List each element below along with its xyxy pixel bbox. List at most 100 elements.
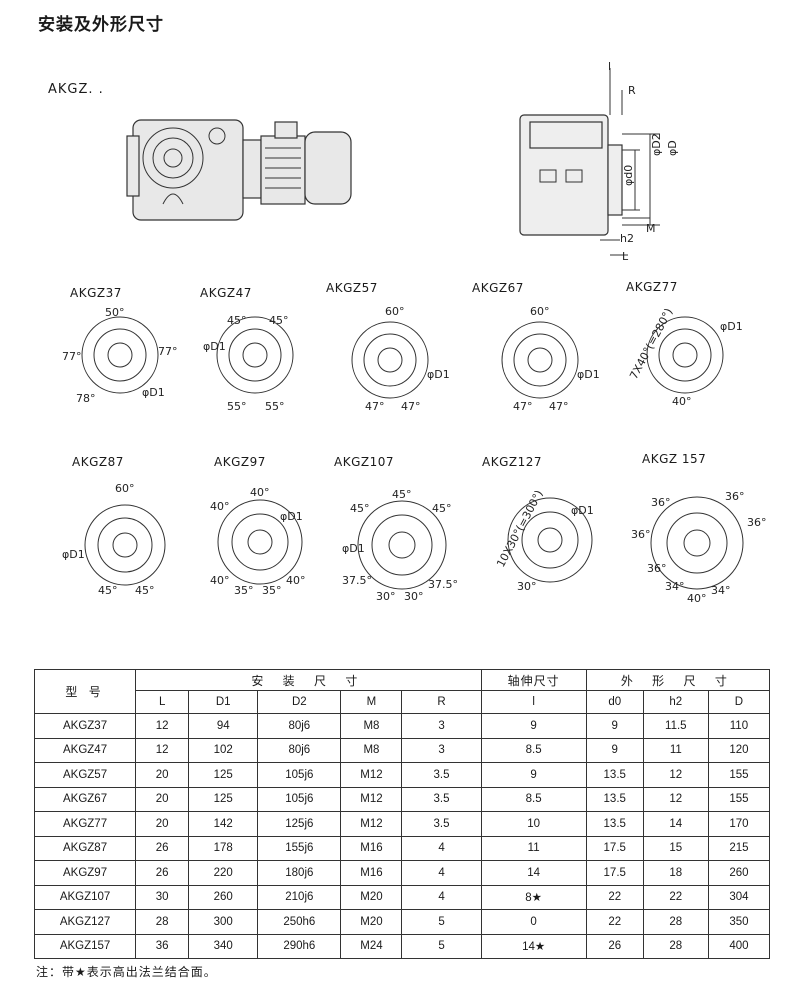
value-cell: 350 [707,909,771,935]
flange-mark: 47° [401,400,421,413]
value-cell: 80j6 [257,737,342,763]
value-cell: 20 [135,762,190,788]
flange-label: AKGZ127 [482,455,543,469]
flange-mark: 77° [62,350,82,363]
value-cell: M16 [340,860,403,886]
value-cell: 260 [188,884,259,910]
value-cell: 17.5 [585,860,644,886]
value-cell: 36 [135,933,190,959]
value-cell: 250h6 [257,909,342,935]
value-cell: 155 [707,762,771,788]
value-cell: 5 [401,933,482,959]
value-cell: 155 [707,786,771,812]
flange-diagram: 60° φD1 47° 47° [501,305,600,413]
value-cell: 8★ [480,884,587,910]
flange-mark: 55° [265,400,285,413]
value-cell: 105j6 [257,762,342,788]
flange-diagram: 36° 36° 36° 36° 36° 34° 40° 34° [631,490,767,605]
flange-mark: 47° [513,400,533,413]
flange-label: AKGZ37 [70,286,122,300]
flange-mark: 36° [647,562,667,575]
value-cell: 17.5 [585,835,644,861]
column-header: d0 [585,690,644,714]
page-title: 安装及外形尺寸 [38,15,164,35]
flange-mark: 45° [350,502,370,515]
value-cell: M24 [340,933,403,959]
value-cell: 180j6 [257,860,342,886]
model-cell: AKGZ97 [33,860,137,886]
value-cell: 155j6 [257,835,342,861]
flange-mark: 34° [711,584,731,597]
column-header: D1 [188,690,259,714]
dim-label-h2: h2 [620,232,634,245]
value-cell: 3 [401,737,482,763]
group-header-outline: 外 形 尺 寸 [585,669,771,691]
value-cell: 3 [401,713,482,739]
flange-mark: φD1 [720,320,743,333]
value-cell: 4 [401,860,482,886]
flange-mark: 7X40°(=280°) [627,306,675,381]
flange-mark: 60° [385,305,405,318]
value-cell: 22 [585,909,644,935]
flange-mark: 36° [631,528,651,541]
flange-mark: φD1 [280,510,303,523]
value-cell: 28 [642,933,709,959]
value-cell: 142 [188,811,259,837]
dim-label-m: M [646,222,656,235]
flange-mark: φD1 [571,504,594,517]
flange-label: AKGZ77 [626,280,678,294]
value-cell: M16 [340,835,403,861]
flange-mark: 47° [549,400,569,413]
value-cell: 26 [585,933,644,959]
flange-diagram: 10X30°(=300°) φD1 30° [494,488,594,593]
column-header: D [707,690,771,714]
flange-mark: 40° [250,486,270,499]
value-cell: 15 [642,835,709,861]
value-cell: 26 [135,835,190,861]
value-cell: 11 [642,737,709,763]
value-cell: 28 [642,909,709,935]
value-cell: 0 [480,909,587,935]
value-cell: 260 [707,860,771,886]
dim-label-d: φD [666,140,679,156]
value-cell: 102 [188,737,259,763]
value-cell: 8.5 [480,786,587,812]
value-cell: 4 [401,884,482,910]
flange-diagram: 45° 45° φD1 55° 55° [203,314,294,413]
value-cell: 11.5 [642,713,709,739]
flange-mark: 45° [227,314,247,327]
flange-diagram: 50° 77° 77° 78° φD1 [62,306,178,405]
series-label: AKGZ. . [48,82,104,97]
flange-mark: 50° [105,306,125,319]
flange-label: AKGZ97 [214,455,266,469]
side-view-drawing: l R φD2 φD φd0 M h2 L [519,60,679,263]
value-cell: 12 [642,786,709,812]
value-cell: 14 [480,860,587,886]
flange-mark: 35° [234,584,254,597]
value-cell: M12 [340,811,403,837]
column-header: L [135,690,190,714]
flange-mark: φD1 [427,368,450,381]
flange-label: AKGZ67 [472,281,524,295]
value-cell: 9 [585,713,644,739]
model-cell: AKGZ47 [33,737,137,763]
flange-mark: 40° [210,574,230,587]
flange-mark: 36° [651,496,671,509]
dim-label-r: R [628,84,636,97]
flange-mark: 40° [687,592,707,605]
flange-mark: 47° [365,400,385,413]
flange-mark: 30° [404,590,424,603]
dim-label-d2: φD2 [650,133,663,156]
value-cell: 94 [188,713,259,739]
value-cell: 170 [707,811,771,837]
model-cell: AKGZ127 [33,909,137,935]
value-cell: 300 [188,909,259,935]
value-cell: 110 [707,713,771,739]
flange-mark: 40° [286,574,306,587]
